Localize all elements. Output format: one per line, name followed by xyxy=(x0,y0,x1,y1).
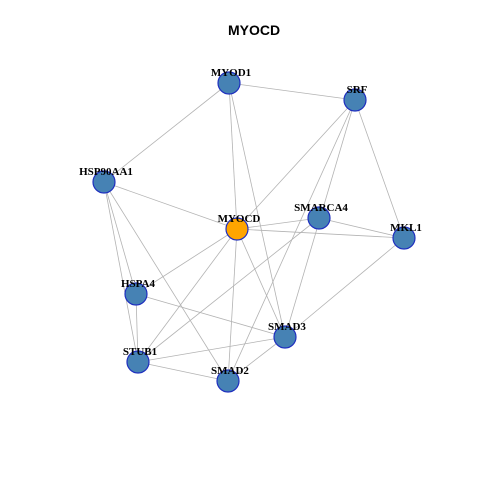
node-myod1[interactable] xyxy=(217,71,241,95)
edge-myocd-stub1 xyxy=(137,228,238,363)
node-hspa4[interactable] xyxy=(124,282,148,306)
edge-hsp90aa1-stub1 xyxy=(103,181,139,363)
edge-srf-smad2 xyxy=(227,99,356,382)
node-label-mkl1: MKL1 xyxy=(390,222,422,234)
node-label-smad2: SMAD2 xyxy=(211,365,249,377)
edge-myocd-smad2 xyxy=(227,228,238,382)
node-layer xyxy=(92,71,416,393)
node-hsp90aa1[interactable] xyxy=(92,170,116,194)
node-label-stub1: STUB1 xyxy=(123,346,157,358)
node-label-myocd: MYOCD xyxy=(218,213,261,225)
edge-stub1-smad2 xyxy=(137,361,229,382)
edge-myod1-hsp90aa1 xyxy=(103,82,230,183)
node-mkl1[interactable] xyxy=(392,226,416,250)
edge-myocd-smarca4 xyxy=(236,217,320,230)
edge-smarca4-stub1 xyxy=(137,217,320,363)
edge-hsp90aa1-myocd xyxy=(103,181,238,230)
node-srf[interactable] xyxy=(343,88,367,112)
node-myocd[interactable] xyxy=(225,217,249,241)
edge-srf-mkl1 xyxy=(354,99,405,239)
edge-hsp90aa1-hspa4 xyxy=(103,181,137,295)
edge-smad3-smad2 xyxy=(227,336,286,382)
edge-smarca4-mkl1 xyxy=(318,217,405,239)
node-label-myod1: MYOD1 xyxy=(211,67,251,79)
node-smarca4[interactable] xyxy=(307,206,331,230)
edge-myocd-mkl1 xyxy=(236,228,405,239)
edge-hspa4-smad3 xyxy=(135,293,286,338)
edge-layer xyxy=(103,82,405,382)
node-label-smad3: SMAD3 xyxy=(268,321,306,333)
edge-srf-myocd xyxy=(236,99,356,230)
node-smad3[interactable] xyxy=(273,325,297,349)
node-label-srf: SRF xyxy=(347,84,368,96)
edge-hsp90aa1-smad2 xyxy=(103,181,229,382)
edge-smad3-stub1 xyxy=(137,336,286,363)
node-label-hspa4: HSPA4 xyxy=(121,278,156,290)
node-label-hsp90aa1: HSP90AA1 xyxy=(79,166,133,178)
edge-myocd-smad3 xyxy=(236,228,286,338)
edge-myod1-myocd xyxy=(228,82,238,230)
node-smad2[interactable] xyxy=(216,369,240,393)
graph-title: MYOCD xyxy=(228,22,280,38)
edge-myocd-hspa4 xyxy=(135,228,238,295)
node-stub1[interactable] xyxy=(126,350,150,374)
edge-myod1-smad3 xyxy=(228,82,286,338)
edge-myod1-srf xyxy=(228,82,356,101)
node-label-smarca4: SMARCA4 xyxy=(294,202,348,214)
edge-mkl1-smad3 xyxy=(284,237,405,338)
